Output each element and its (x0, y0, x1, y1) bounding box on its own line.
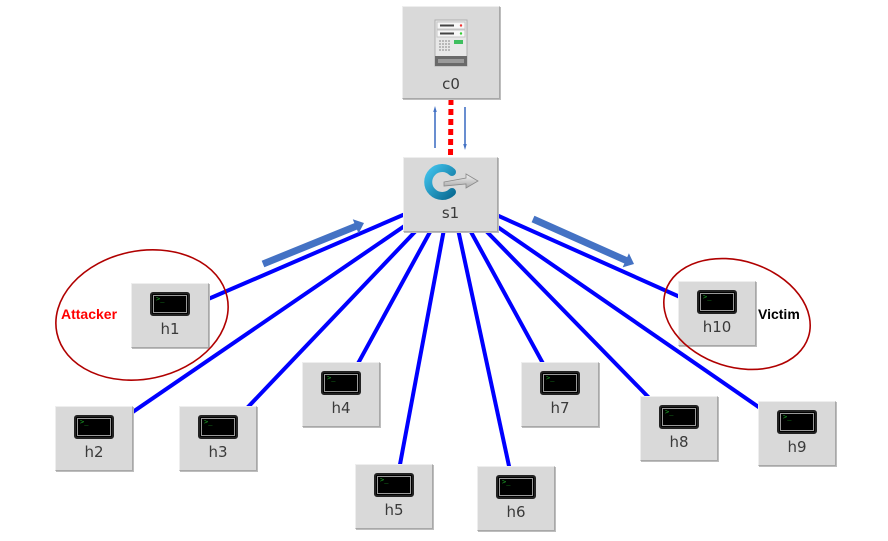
host-node-h4[interactable]: >_ h4 (302, 362, 380, 427)
terminal-prompt: >_ (665, 408, 674, 416)
host-node-h3[interactable]: >_ h3 (179, 406, 257, 471)
victim-label: Victim (758, 306, 800, 322)
host-label: h8 (669, 433, 689, 451)
server-icon (434, 19, 468, 67)
link-s1-h6 (448, 194, 518, 499)
terminal-prompt: >_ (703, 293, 712, 301)
terminal-icon: >_ (374, 473, 414, 497)
terminal-icon: >_ (697, 290, 737, 314)
terminal-prompt: >_ (327, 374, 336, 382)
terminal-prompt: >_ (204, 418, 213, 426)
terminal-icon: >_ (659, 405, 699, 429)
terminal-prompt: >_ (380, 476, 389, 484)
host-label: h3 (208, 443, 228, 461)
host-node-h2[interactable]: >_ h2 (55, 406, 133, 471)
terminal-icon: >_ (150, 292, 190, 316)
host-label: h4 (331, 399, 351, 417)
terminal-prompt: >_ (156, 295, 165, 303)
attack-flow-out-arrow (531, 215, 634, 268)
link-c0-s1 (448, 98, 454, 158)
flow-arrows-layer (261, 106, 634, 268)
terminal-icon: >_ (777, 410, 817, 434)
controller-node-c0[interactable]: c0 (402, 6, 500, 99)
link-s1-h8 (449, 193, 681, 430)
attack-flow-in-arrow (261, 219, 364, 268)
switch-label: s1 (441, 204, 460, 222)
terminal-prompt: >_ (502, 478, 511, 486)
terminal-icon: >_ (74, 415, 114, 439)
host-label: h5 (384, 501, 404, 519)
host-node-h9[interactable]: >_ h9 (758, 401, 836, 466)
terminal-icon: >_ (496, 475, 536, 499)
terminal-icon: >_ (198, 415, 238, 439)
host-node-h10[interactable]: >_ h10 (678, 281, 756, 346)
host-node-h7[interactable]: >_ h7 (521, 362, 599, 427)
host-label: h10 (702, 318, 732, 336)
link-s1-h9 (449, 192, 799, 436)
host-label: h7 (550, 399, 570, 417)
terminal-prompt: >_ (546, 374, 555, 382)
link-s1-h5 (392, 194, 453, 497)
control-down-arrow (463, 107, 467, 150)
host-label: h1 (160, 320, 180, 338)
terminal-prompt: >_ (783, 413, 792, 421)
openflow-switch-icon (423, 164, 479, 200)
terminal-prompt: >_ (80, 418, 89, 426)
host-label: h9 (787, 438, 807, 456)
host-node-h1[interactable]: >_ h1 (131, 283, 209, 348)
host-label: h2 (84, 443, 104, 461)
host-label: h6 (506, 503, 526, 521)
link-s1-h3 (216, 193, 452, 440)
controller-label: c0 (442, 75, 460, 93)
control-up-arrow (433, 106, 437, 148)
host-node-h8[interactable]: >_ h8 (640, 396, 718, 461)
attacker-label: Attacker (61, 306, 118, 322)
host-node-h6[interactable]: >_ h6 (477, 466, 555, 531)
host-node-h5[interactable]: >_ h5 (355, 464, 433, 529)
terminal-icon: >_ (321, 371, 361, 395)
terminal-icon: >_ (540, 371, 580, 395)
link-s1-h2 (92, 192, 452, 441)
switch-node-s1[interactable]: s1 (403, 157, 498, 232)
